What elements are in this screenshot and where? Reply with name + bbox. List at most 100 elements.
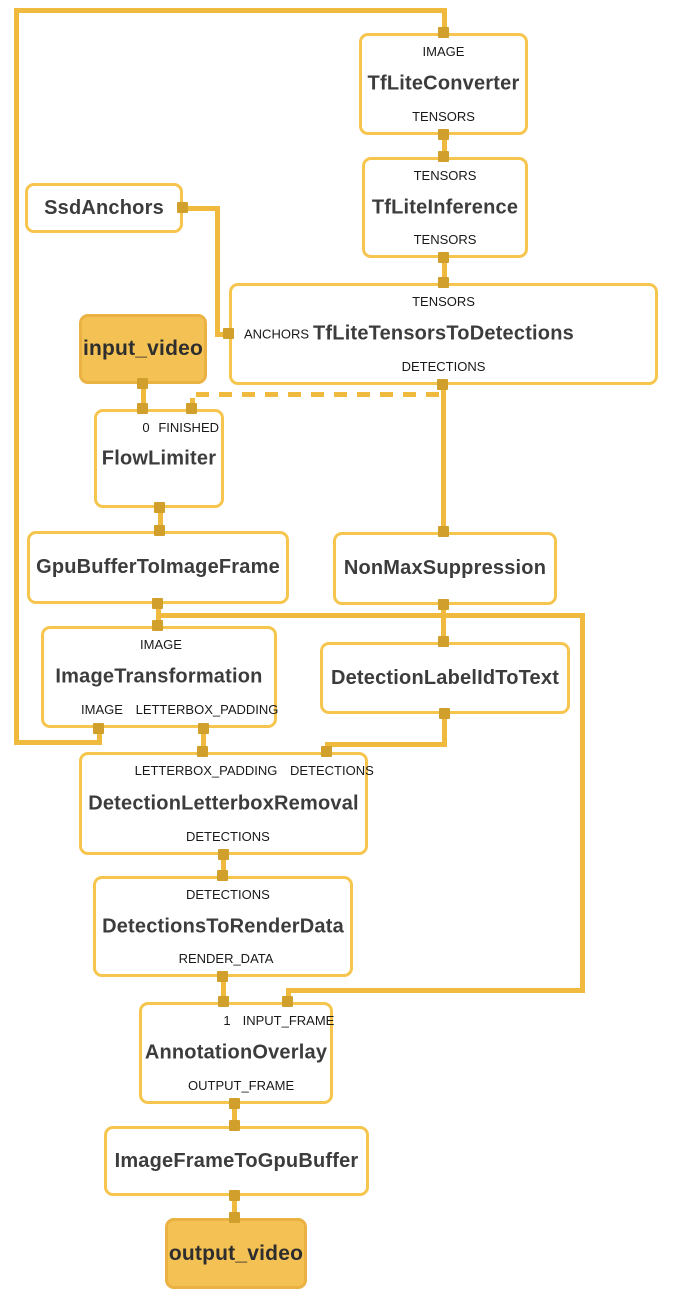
port-label-letterbox-padding-in: LETTERBOX_PADDING <box>134 763 278 778</box>
port-converter-image-in <box>438 27 449 38</box>
port-gpubuffer-in <box>154 525 165 536</box>
port-imagetransform-letterbox-out <box>198 723 209 734</box>
node-title: NonMaxSuppression <box>343 557 547 579</box>
port-frame2gpu-in <box>229 1120 240 1131</box>
port-flowlimiter-finished-in <box>186 403 197 414</box>
port-label-detections-out: DETECTIONS <box>401 359 486 374</box>
node-tflite-inference[interactable]: TENSORS TfLiteInference TENSORS <box>362 157 528 258</box>
node-flow-limiter[interactable]: 0 FINISHED FlowLimiter <box>94 409 224 508</box>
node-ssd-anchors[interactable]: SsdAnchors <box>25 183 183 233</box>
edge-input-flowlimiter <box>141 382 146 412</box>
port-labeltext-out <box>439 708 450 719</box>
port-outputvideo-in <box>229 1212 240 1223</box>
port-gpubuffer-out <box>152 598 163 609</box>
port-label-image-out: IMAGE <box>81 702 123 717</box>
port-renderdata-out <box>217 971 228 982</box>
node-title: TfLiteConverter <box>367 72 520 95</box>
edge-image-loop-top <box>14 8 447 13</box>
port-imagetransform-image-in <box>152 620 163 631</box>
edge-letterbox-renderdata <box>221 853 226 879</box>
port-converter-tensors-out <box>438 129 449 140</box>
port-label-render-data-out: RENDER_DATA <box>178 951 274 966</box>
port-tensors2det-tensors-in <box>438 277 449 288</box>
edge-frame-rail-bottom <box>286 988 585 993</box>
edge-renderdata-annotation <box>221 975 226 1005</box>
node-image-frame-to-gpu-buffer[interactable]: ImageFrameToGpuBuffer <box>104 1126 369 1196</box>
port-label-detections-in: DETECTIONS <box>290 763 374 778</box>
port-label-image-in: IMAGE <box>422 44 465 59</box>
edge-anchors-v <box>215 206 220 337</box>
edge-finished-dash-stub <box>190 398 195 406</box>
port-labeltext-in <box>438 636 449 647</box>
edge-annotation-gpubuffer <box>232 1102 237 1129</box>
edge-labeltext-v <box>442 712 447 747</box>
edge-finished-dashed <box>196 392 443 397</box>
port-frame2gpu-out <box>229 1190 240 1201</box>
node-detection-letterbox-removal[interactable]: LETTERBOX_PADDING DETECTIONS DetectionLe… <box>79 752 374 855</box>
node-tflite-converter[interactable]: IMAGE TfLiteConverter TENSORS <box>359 33 528 135</box>
port-label-input-frame-in: INPUT_FRAME <box>242 1013 335 1028</box>
port-imagetransform-image-out <box>93 723 104 734</box>
node-tflite-tensors-to-detections[interactable]: TENSORS ANCHORS TfLiteTensorsToDetection… <box>229 283 658 385</box>
edge-inference-detections <box>442 256 447 287</box>
node-detections-to-render-data[interactable]: DETECTIONS DetectionsToRenderData RENDER… <box>93 876 353 977</box>
edge-flowlimiter-gpubuffer <box>158 506 163 534</box>
port-label-output-frame-out: OUTPUT_FRAME <box>188 1078 295 1093</box>
edge-nms-labeltext <box>441 603 446 645</box>
port-inference-tensors-in <box>438 151 449 162</box>
node-title: AnnotationOverlay <box>144 1041 328 1064</box>
node-title: output_video <box>168 1241 304 1265</box>
node-detection-label-id-to-text[interactable]: DetectionLabelIdToText <box>320 642 570 714</box>
node-title: DetectionLetterboxRemoval <box>88 792 359 814</box>
edge-frame-rail-h <box>156 613 585 618</box>
node-title: ImageTransformation <box>55 665 263 688</box>
port-flowlimiter-0-in <box>137 403 148 414</box>
edge-labeltext-h <box>325 742 447 747</box>
edge-converter-inference <box>442 133 447 161</box>
port-label-tensors-out: TENSORS <box>413 232 477 247</box>
port-ssdanchors-out <box>177 202 188 213</box>
port-label-image-in: IMAGE <box>140 637 182 652</box>
port-inference-tensors-out <box>438 252 449 263</box>
port-nms-out <box>438 599 449 610</box>
node-input-video[interactable]: input_video <box>79 314 207 384</box>
edge-letterbox-padding <box>201 727 206 755</box>
port-label-tensors-out: TENSORS <box>412 109 475 124</box>
node-title: FlowLimiter <box>101 447 217 469</box>
edge-image-loop-drop <box>442 8 447 38</box>
edge-image-loop-bottom <box>14 740 102 745</box>
port-label-1-in: 1 <box>223 1013 231 1028</box>
node-title: input_video <box>82 337 204 360</box>
node-title: ImageFrameToGpuBuffer <box>114 1149 359 1172</box>
node-annotation-overlay[interactable]: 1 INPUT_FRAME AnnotationOverlay OUTPUT_F… <box>139 1002 335 1104</box>
port-tensors2det-detections-out <box>437 379 448 390</box>
node-title: SsdAnchors <box>44 196 164 219</box>
port-annotation-out <box>229 1098 240 1109</box>
node-title: DetectionsToRenderData <box>102 915 344 937</box>
node-title: GpuBufferToImageFrame <box>36 556 280 578</box>
node-title: DetectionLabelIdToText <box>330 666 560 689</box>
edge-detections-nms <box>441 385 446 535</box>
node-non-max-suppression[interactable]: NonMaxSuppression <box>333 532 557 605</box>
port-tensors2det-anchors-in <box>223 328 234 339</box>
node-image-transformation[interactable]: IMAGE ImageTransformation IMAGE LETTERBO… <box>41 626 278 728</box>
port-label-letterbox-padding-out: LETTERBOX_PADDING <box>135 702 279 717</box>
node-gpu-buffer-to-image-frame[interactable]: GpuBufferToImageFrame <box>27 531 289 604</box>
port-label-0-in: 0 <box>142 420 150 435</box>
port-letterboxremoval-letterbox-in <box>197 746 208 757</box>
node-title: TfLiteTensorsToDetections <box>313 322 574 345</box>
port-inputvideo-out <box>137 378 148 389</box>
port-label-finished-in: FINISHED <box>158 420 219 435</box>
port-letterboxremoval-detections-in <box>321 746 332 757</box>
node-output-video[interactable]: output_video <box>165 1218 307 1289</box>
port-letterboxremoval-out <box>218 849 229 860</box>
edge-anchors-h1 <box>183 206 220 211</box>
port-label-tensors-in: TENSORS <box>413 168 477 183</box>
node-title: TfLiteInference <box>371 196 519 218</box>
port-annotation-inputframe-in <box>282 996 293 1007</box>
port-renderdata-in <box>217 870 228 881</box>
edge-image-loop-left <box>14 8 19 745</box>
port-label-tensors-in: TENSORS <box>412 294 475 309</box>
port-annotation-1-in <box>218 996 229 1007</box>
